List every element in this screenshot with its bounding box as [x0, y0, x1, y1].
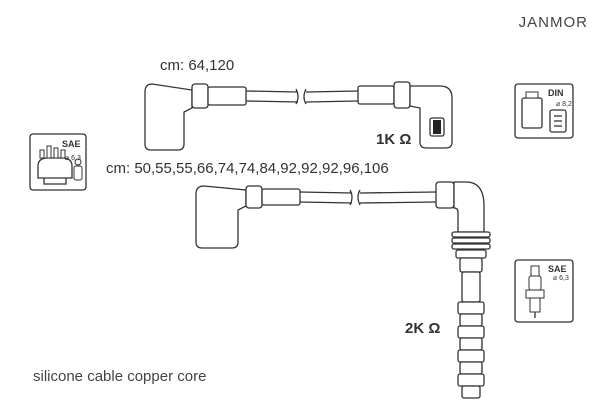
long-cable-elbow [453, 181, 485, 233]
svg-text:⌀ 8,2: ⌀ 8,2 [556, 101, 572, 108]
distributor-cap-badge: ⌀ 6,3 [29, 133, 87, 191]
din-badge-label: DIN [548, 88, 564, 98]
top-cable-left-boot [144, 83, 193, 151]
top-cable [144, 81, 453, 151]
spark-plug-badge: ⌀ 6,3 [514, 259, 574, 323]
cable-lengths-long: cm: 50,55,55,66,74,74,84,92,92,92,96,106 [106, 160, 389, 177]
brand-logo-text: JANMOR [518, 14, 588, 31]
long-cable-left-boot [195, 185, 247, 249]
top-cable-left-collar [191, 83, 209, 109]
sae-badge-label-left: SAE [62, 139, 81, 149]
cable-description: silicone cable copper core [33, 368, 207, 385]
sae-badge-label-right: SAE [548, 264, 567, 274]
coil-badge: ⌀ 8,2 [514, 83, 574, 139]
svg-text:⌀ 6,3: ⌀ 6,3 [65, 155, 81, 162]
long-cable [195, 181, 491, 399]
top-cable-coil-connector [409, 85, 453, 149]
svg-text:⌀ 6,3: ⌀ 6,3 [553, 275, 569, 282]
resistance-label-2k: 2K Ω [405, 320, 441, 337]
cable-lengths-short: cm: 64,120 [160, 57, 235, 74]
resistance-label-1k: 1K Ω [376, 131, 412, 148]
